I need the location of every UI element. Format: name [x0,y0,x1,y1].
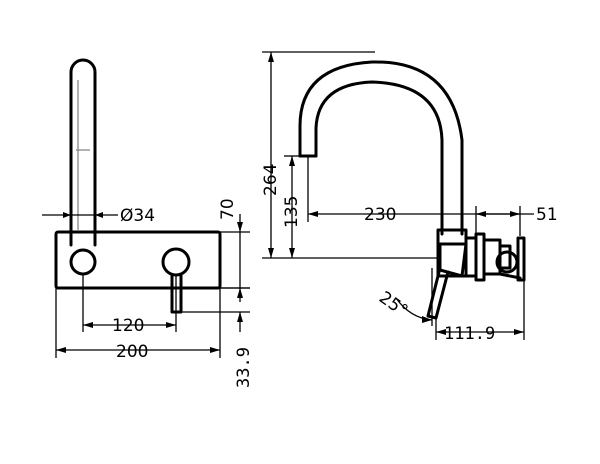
front-spout-body [69,248,97,276]
front-backplate [54,230,222,290]
side-valve-body [436,228,526,282]
dim-spacing-line [82,274,177,332]
front-mixer-handle [161,247,191,277]
front-spout [69,58,97,247]
dim-diameter-label: Ø34 [120,206,155,226]
dim-reach-line [307,156,521,236]
dim-angle-arc [395,268,433,326]
dim-total-height-label: 264 [261,164,281,196]
dim-lever-projection-line [435,280,525,340]
dim-angle-label: 25° [375,288,411,322]
dim-width-label: 200 [116,342,148,362]
dim-lever-projection-label: 111.9 [444,324,495,344]
dim-outlet-height-line [284,155,300,258]
dim-height-label: 70 [218,198,238,220]
dim-height-line [220,214,250,302]
dim-lever-offset-line [181,287,250,332]
side-view: 264 135 230 51 [261,51,558,344]
dim-width-line [55,288,221,358]
dim-outlet-height-label: 135 [282,196,302,228]
dim-spacing-label: 120 [112,316,144,336]
dim-depth-label: 51 [536,205,558,225]
dim-lever-offset-label: 33.9 [234,347,254,388]
dim-depth-line [475,206,534,236]
front-view: Ø34 70 120 200 [42,58,254,388]
dim-reach-label: 230 [364,205,396,225]
dim-diameter-line [42,212,118,218]
